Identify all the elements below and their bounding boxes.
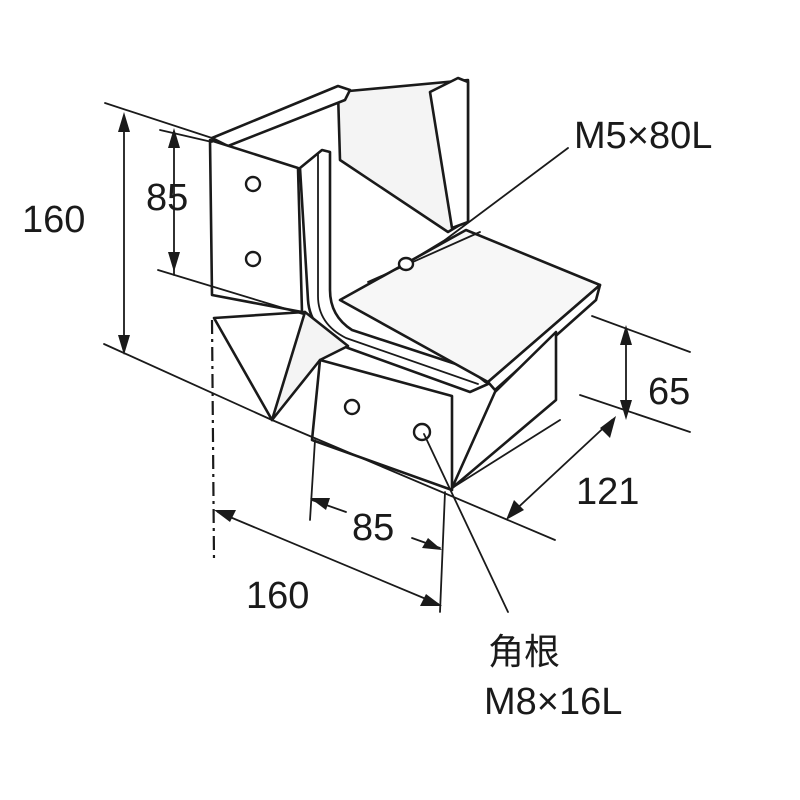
elbow-part (208, 76, 602, 492)
bolt-m5-shank (411, 239, 446, 261)
bolt-m5 (397, 256, 415, 272)
top-right-flange (428, 76, 470, 230)
leader-m5 (444, 147, 569, 241)
dim-left-height-total (118, 112, 130, 355)
dim-right-height-label: 65 (648, 371, 690, 413)
front-end-plate (310, 358, 454, 492)
bolt-hole-left-lower (244, 250, 262, 268)
leader-m8 (423, 433, 509, 613)
top-rim-face (210, 84, 352, 148)
dim-right-height (620, 325, 632, 420)
right-lower-plate (450, 330, 558, 490)
dim-bottom-total-label: 160 (246, 575, 309, 617)
bolt-hole-left-upper (244, 175, 262, 193)
callout-m5-label: M5×80L (574, 115, 712, 157)
dim-bottom-inner-label: 85 (352, 507, 394, 549)
bolt-hole-front-left (343, 398, 361, 416)
callout-m8-label-line1: 角根 (488, 632, 560, 673)
dim-left-height-total-label: 160 (22, 199, 85, 241)
dim-bottom-inner (310, 498, 442, 550)
bolt-hole-front-right (412, 422, 432, 442)
side-rail-inner-line (317, 153, 479, 385)
extension-lines (103, 102, 691, 613)
dim-right-depth (506, 416, 616, 520)
dim-bottom-total (214, 510, 442, 606)
right-deck-lip (486, 283, 602, 392)
left-end-plate (208, 138, 304, 314)
dim-left-height-upper (168, 128, 180, 276)
callout-m8-label-line2: M8×16L (484, 681, 622, 723)
dim-left-height-upper-label: 85 (146, 177, 188, 219)
dim-right-depth-label: 121 (576, 471, 639, 513)
deck-fold-line (367, 231, 481, 283)
